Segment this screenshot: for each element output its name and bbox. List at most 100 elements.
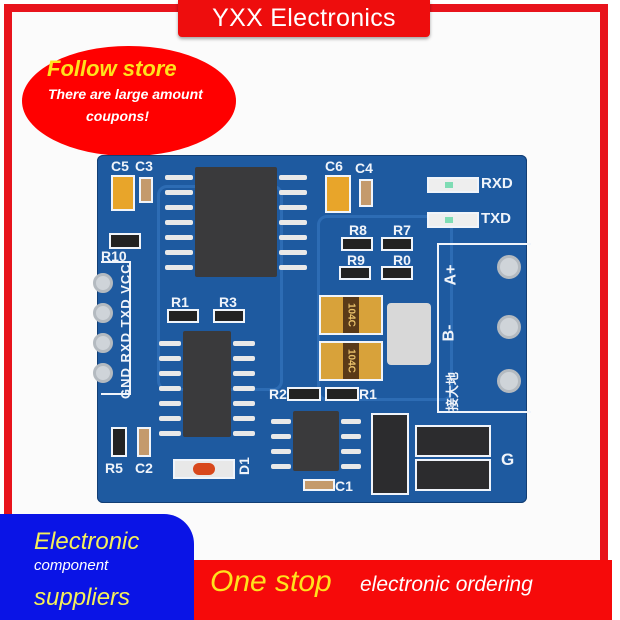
diode-d1	[173, 459, 235, 479]
resistor-r9	[339, 266, 371, 280]
label-rxd-led: RXD	[481, 175, 513, 192]
label-d1: D1	[235, 457, 252, 475]
cap-c1	[303, 479, 335, 491]
label-c2: C2	[135, 460, 153, 476]
label-r3: R3	[219, 294, 237, 310]
ceramic-cap-104c-bottom: 104C	[319, 341, 383, 381]
ic-pin	[271, 449, 291, 454]
resistor-r3	[213, 309, 245, 323]
terminal-block-outline	[437, 243, 531, 413]
ic-pin	[233, 371, 255, 376]
ic-pin	[165, 205, 193, 210]
footer-red-bar	[194, 560, 612, 620]
label-r8: R8	[349, 222, 367, 238]
ic-pin	[233, 356, 255, 361]
promo-badge[interactable]	[22, 46, 236, 156]
ic-pin	[233, 386, 255, 391]
diode-body	[193, 463, 215, 475]
cap-c2	[137, 427, 151, 457]
ic-pin	[159, 431, 181, 436]
footer-tagline: electronic ordering	[360, 573, 533, 596]
label-r2: R2	[269, 386, 287, 402]
ic-pin	[279, 250, 307, 255]
pcb-trace	[317, 215, 453, 401]
label-b-minus: B-	[440, 324, 458, 342]
store-title: YXX Electronics	[212, 4, 396, 32]
resistor-r10	[109, 233, 141, 249]
label-g: G	[501, 450, 515, 469]
ic-pin	[341, 464, 361, 469]
product-pcb-image: C5 C3 R10 C6 C4 RXD TXD R8 R7 R9 R0 104C…	[93, 155, 531, 503]
header-pin-txd	[93, 303, 113, 323]
ic-pin	[271, 419, 291, 424]
label-r0: R0	[393, 252, 411, 268]
label-txd-led: TXD	[481, 210, 511, 227]
resistor-r0	[381, 266, 413, 280]
header-pin-rxd	[93, 333, 113, 353]
label-a-plus: A+	[442, 264, 460, 286]
footer-left-line-3: suppliers	[34, 584, 131, 611]
ic-pin	[279, 205, 307, 210]
footer-left-line-1: Electronic	[34, 528, 140, 555]
ic-chip-8pin	[293, 411, 339, 471]
terminal-pad-a	[497, 255, 521, 279]
ic-pin	[233, 431, 255, 436]
promo-line-1: There are large amount	[48, 86, 203, 102]
terminal-pad-g	[497, 369, 521, 393]
ic-pin	[165, 220, 193, 225]
resistor-r1-top	[167, 309, 199, 323]
label-r10: R10	[101, 248, 127, 264]
ic-chip-14pin	[183, 331, 231, 437]
label-c6: C6	[325, 158, 343, 174]
store-banner: YXX Electronics	[178, 0, 430, 37]
footer-blue-badge	[0, 514, 194, 620]
ic-chip-16pin	[195, 167, 277, 277]
ic-pin	[279, 175, 307, 180]
led-rxd	[427, 177, 479, 193]
terminal-pad-b	[497, 315, 521, 339]
resistor-r5	[111, 427, 127, 457]
label-r1-bottom: R1	[359, 386, 377, 402]
diode-horizontal-bottom	[415, 459, 491, 491]
ic-pin	[271, 434, 291, 439]
footer-emphasis: One stop	[210, 565, 332, 598]
ic-pin	[165, 250, 193, 255]
ic-pin	[165, 190, 193, 195]
ic-pin	[165, 175, 193, 180]
ic-pin	[279, 220, 307, 225]
ic-pin	[271, 464, 291, 469]
resistor-r1-bottom	[325, 387, 359, 401]
ic-pin	[341, 434, 361, 439]
cap-c4	[359, 179, 373, 207]
ic-pin	[233, 341, 255, 346]
ic-pin	[159, 371, 181, 376]
ic-pin	[159, 356, 181, 361]
label-c4: C4	[355, 160, 373, 176]
header-pin-gnd	[93, 363, 113, 383]
diode-horizontal-top	[415, 425, 491, 457]
resistor-r8	[341, 237, 373, 251]
label-r1-top: R1	[171, 294, 189, 310]
footer-left-line-2: component	[34, 557, 109, 574]
label-r9: R9	[347, 252, 365, 268]
ic-pin	[233, 416, 255, 421]
ic-pin	[159, 386, 181, 391]
ic-pin	[159, 401, 181, 406]
header-pin-vcc	[93, 273, 113, 293]
label-r5: R5	[105, 460, 123, 476]
ic-pin	[165, 265, 193, 270]
ceramic-cap-104c-top: 104C	[319, 295, 383, 335]
led-txd	[427, 212, 479, 228]
header-labels: GND RXD TXD VCC	[118, 263, 133, 399]
resistor-r7	[381, 237, 413, 251]
ic-pin	[279, 265, 307, 270]
ic-pin	[341, 419, 361, 424]
cap-c3	[139, 177, 153, 203]
tantalum-cap-c6	[325, 175, 351, 213]
tvs-component	[387, 303, 431, 365]
tantalum-cap-c5	[111, 175, 135, 211]
label-c5: C5	[111, 158, 129, 174]
ic-pin	[159, 416, 181, 421]
label-c3: C3	[135, 158, 153, 174]
label-r7: R7	[393, 222, 411, 238]
